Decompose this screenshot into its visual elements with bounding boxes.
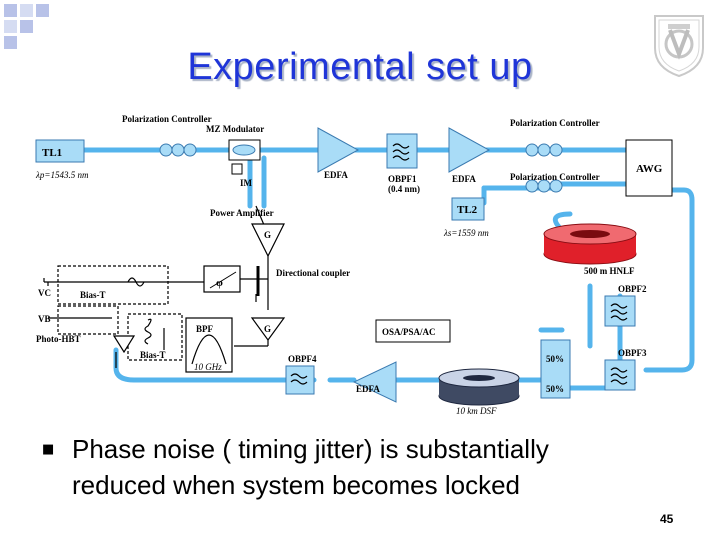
vc-label: VC	[38, 288, 51, 298]
obpf4-label: OBPF4	[288, 354, 317, 364]
bias-t1-label: Bias-T	[80, 290, 106, 300]
experimental-setup-diagram: TL1 λp=1543.5 nm Polarization Controller…	[35, 114, 695, 416]
tl1-label: TL1	[42, 147, 62, 159]
edfa2-label: EDFA	[452, 174, 476, 184]
directional-coupler-label: Directional coupler	[276, 268, 350, 278]
g2-label: G	[264, 324, 271, 334]
institution-logo	[654, 15, 704, 78]
polarization-controller-top-label: Polarization Controller	[122, 114, 212, 124]
bullet-line-1: Phase noise ( timing jitter) is substant…	[72, 434, 549, 464]
bias-t2-label: Bias-T	[140, 350, 166, 360]
phi-label: φ	[216, 277, 223, 289]
slide-title: Experimental set up	[187, 46, 533, 88]
im-label: IM	[240, 178, 253, 188]
edfa1-label: EDFA	[324, 170, 348, 180]
dsf-spool	[438, 368, 520, 406]
power-amplifier-label: Power Amplifier	[210, 208, 274, 218]
bpf-frequency-label: 10 GHz	[194, 362, 222, 372]
hnlf-label: 500 m HNLF	[584, 266, 635, 276]
edfa3-label: EDFA	[356, 384, 380, 394]
split1-label: 50%	[546, 354, 564, 364]
polarization-controller-right1-label: Polarization Controller	[510, 118, 600, 128]
vb-label: VB	[38, 314, 51, 324]
obpf1-bandwidth: (0.4 nm)	[388, 184, 420, 194]
lambda-p-label: λp=1543.5 nm	[35, 170, 89, 180]
dsf-label: 10 km DSF	[456, 406, 497, 416]
bullet-line-2: reduced when system becomes locked	[72, 470, 521, 500]
obpf2-label: OBPF2	[618, 284, 647, 294]
g1-label: G	[264, 230, 271, 240]
page-number: 45	[660, 512, 674, 526]
lambda-s-label: λs=1559 nm	[443, 228, 489, 238]
photo-hbt-label: Photo-HBT	[36, 334, 81, 344]
hnlf-spool	[543, 223, 637, 265]
osa-label: OSA/PSA/AC	[382, 327, 436, 337]
bullet-marker: ■	[42, 442, 55, 457]
mz-modulator-label: MZ Modulator	[206, 124, 264, 134]
tl2-label: TL2	[457, 204, 478, 216]
split2-label: 50%	[546, 384, 564, 394]
bullet-list: ■ Phase noise ( timing jitter) is substa…	[42, 434, 702, 504]
polarization-controller-right2-label: Polarization Controller	[510, 172, 600, 182]
awg-label: AWG	[636, 163, 663, 175]
obpf1-label: OBPF1	[388, 174, 417, 184]
obpf3-label: OBPF3	[618, 348, 647, 358]
bpf-label: BPF	[196, 324, 214, 334]
